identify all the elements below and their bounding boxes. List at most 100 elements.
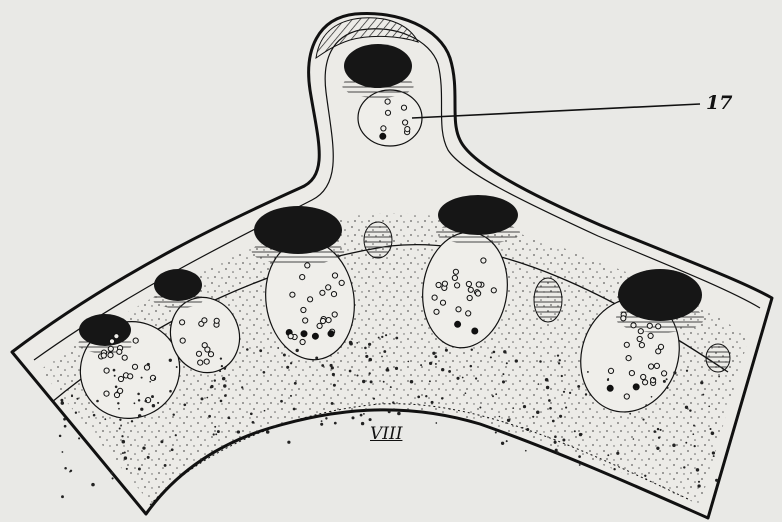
- stipple-dot: [349, 370, 352, 373]
- stipple-dot: [579, 433, 582, 436]
- vessel: [621, 316, 626, 321]
- stipple-dot: [713, 455, 715, 457]
- vessel: [312, 333, 318, 339]
- stipple-dot: [321, 364, 324, 367]
- stipple-dot: [214, 426, 216, 428]
- stipple-dot: [119, 427, 121, 429]
- stipple-dot: [538, 383, 540, 385]
- stipple-dot: [385, 334, 387, 336]
- stipple-dot: [395, 337, 398, 340]
- vessel: [290, 292, 295, 297]
- stipple-dot: [349, 341, 353, 345]
- stipple-dot: [523, 405, 526, 408]
- stipple-dot: [383, 381, 385, 383]
- stipple-dot: [512, 407, 514, 409]
- stipple-dot: [471, 349, 473, 351]
- stipple-dot: [390, 386, 392, 388]
- vessel: [468, 287, 473, 292]
- stipple-dot: [495, 431, 497, 433]
- vessel: [626, 356, 631, 361]
- stipple-dot: [653, 377, 655, 379]
- vessel: [466, 281, 471, 286]
- stipple-dot: [696, 468, 699, 471]
- vessel: [629, 371, 634, 376]
- stipple-dot: [320, 423, 323, 426]
- stipple-dot: [456, 377, 459, 380]
- stipple-dot: [122, 440, 126, 444]
- vessel: [132, 364, 137, 369]
- stipple-dot: [331, 366, 334, 369]
- stipple-dot: [673, 371, 676, 374]
- stipple-dot: [360, 414, 363, 417]
- stipple-dot: [364, 347, 367, 350]
- stipple-dot: [434, 355, 437, 358]
- stipple-dot: [429, 362, 432, 365]
- stipple-dot: [545, 378, 549, 382]
- interbundle-lobe: [706, 344, 730, 372]
- stipple-dot: [138, 414, 142, 418]
- sclerenchyma-cap: [254, 206, 342, 254]
- stipple-dot: [60, 399, 63, 402]
- stipple-dot: [61, 401, 64, 404]
- stipple-dot: [61, 495, 64, 498]
- sclerenchyma-cap: [154, 269, 202, 301]
- stipple-dot: [554, 435, 557, 438]
- vessel: [647, 323, 652, 328]
- stipple-dot: [506, 440, 508, 442]
- stipple-dot: [369, 418, 372, 421]
- stipple-dot: [392, 401, 394, 403]
- vessel: [300, 339, 305, 344]
- stipple-dot: [502, 373, 504, 375]
- stipple-dot: [658, 437, 660, 439]
- stipple-dot: [493, 351, 496, 354]
- stipple-dot: [217, 430, 220, 433]
- stipple-dot: [147, 456, 150, 459]
- vessel: [381, 126, 386, 131]
- stipple-dot: [532, 416, 534, 418]
- stipple-dot: [607, 379, 609, 381]
- stipple-dot: [636, 388, 638, 390]
- vessel: [104, 391, 109, 396]
- stipple-dot: [557, 354, 559, 356]
- stipple-dot: [373, 398, 375, 400]
- vessel: [118, 388, 123, 393]
- vessel: [117, 349, 122, 354]
- vessel: [452, 275, 457, 280]
- stipple-dot: [397, 412, 401, 416]
- stipple-dot: [709, 428, 711, 430]
- stipple-dot: [75, 412, 77, 414]
- stipple-dot: [290, 362, 292, 364]
- stipple-dot: [492, 395, 494, 397]
- vessel: [434, 309, 439, 314]
- stipple-dot: [432, 352, 435, 355]
- stipple-dot: [71, 395, 73, 397]
- stipple-dot: [503, 350, 506, 353]
- stipple-dot: [290, 395, 292, 397]
- stipple-dot: [381, 336, 383, 338]
- vessel: [624, 394, 629, 399]
- vessel: [607, 385, 613, 391]
- stipple-dot: [121, 435, 123, 437]
- vessel: [656, 324, 661, 329]
- stipple-dot: [559, 359, 561, 361]
- interbundle-lobe: [534, 278, 562, 322]
- stipple-dot: [369, 358, 373, 362]
- stipple-dot: [448, 370, 451, 373]
- stipple-dot: [711, 432, 715, 436]
- stipple-dot: [692, 433, 694, 435]
- stipple-dot: [368, 343, 371, 346]
- vessel: [118, 376, 123, 381]
- stipple-dot: [507, 419, 510, 422]
- stipple-dot: [110, 472, 113, 475]
- stipple-dot: [660, 429, 662, 431]
- stipple-dot: [172, 413, 174, 415]
- stipple-dot: [407, 361, 409, 363]
- stipple-dot: [685, 442, 687, 444]
- stipple-dot: [378, 337, 380, 339]
- vessel: [436, 282, 441, 287]
- stipple-dot: [361, 422, 364, 425]
- vessel: [380, 133, 386, 139]
- vessel: [637, 336, 642, 341]
- vessel: [332, 273, 337, 278]
- vessel: [109, 339, 114, 344]
